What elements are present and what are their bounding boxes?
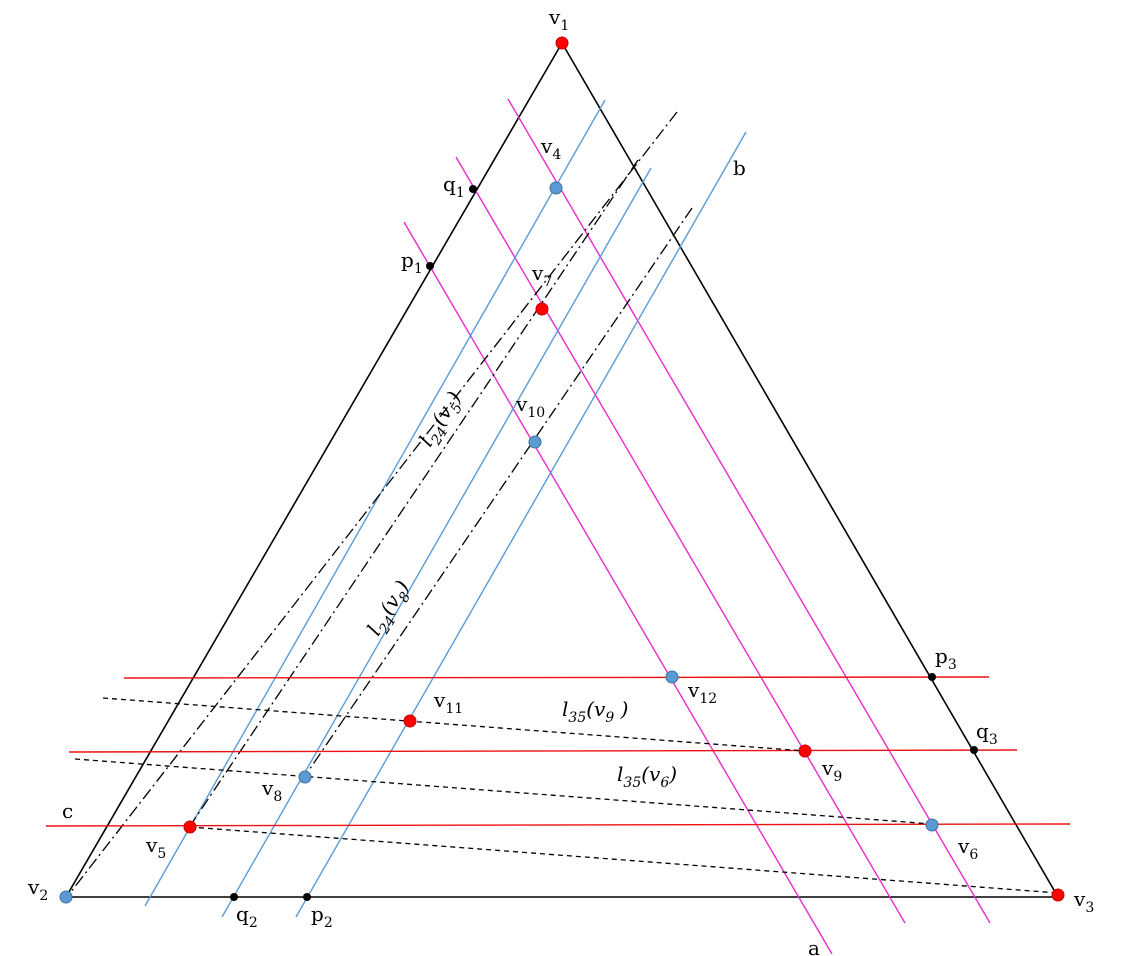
point-p2 [303,893,311,901]
pq-labels: q1 p1 q2 p2 p3 q3 [236,172,998,931]
label-l35-v6: l35(v6) [617,762,677,791]
label-v11: v11 [433,688,463,717]
label-v9: v9 [821,756,842,785]
label-l24-v8: l24(v8) [362,576,418,642]
blue-points [59,181,939,904]
dashed-line-l35v6 [74,758,933,825]
point-v10 [528,435,542,449]
point-p1 [426,262,434,270]
red-line-v12 [123,676,990,679]
label-p1: p1 [401,248,423,277]
black-points [230,185,978,901]
line-letters: a b c [62,156,820,956]
vertex-labels: v1 v2 v3 v4 v5 v6 v7 v8 v9 v10 v11 v12 [27,5,1094,916]
point-v11 [403,714,417,728]
red-lines [45,676,1071,827]
blue-line-1 [144,99,606,907]
edge-v1-v2 [65,42,563,898]
label-v1: v1 [548,5,569,34]
label-v4: v4 [540,134,561,163]
magenta-line-a [403,221,833,955]
point-v12 [665,670,679,684]
blue-line-b [295,131,747,918]
label-v7: v7 [531,261,552,290]
red-line-c [45,823,1071,827]
label-line-c: c [62,799,73,823]
edge-v1-v3 [561,42,1059,898]
dashed-line-l35v9 [102,697,806,752]
label-line-a: a [808,936,820,956]
point-v2 [59,890,73,904]
label-p2: p2 [311,902,333,931]
blue-lines [144,99,747,918]
point-v9 [798,744,812,758]
point-q2 [230,893,238,901]
dashed-lines [74,697,1059,894]
dashdot-lines [69,111,693,894]
point-v5 [183,820,197,834]
label-v3: v3 [1073,887,1094,916]
point-q1 [469,185,477,193]
magenta-line-top [507,98,991,924]
label-q3: q3 [976,719,998,748]
main-triangle [65,42,1059,898]
point-v6 [925,818,939,832]
label-v10: v10 [515,392,545,421]
label-line-b: b [733,156,746,180]
label-v12: v12 [687,678,717,707]
blue-line-2 [221,167,652,918]
dashed-line-v5-v3 [189,826,1059,894]
dashdot-line-2 [189,159,639,827]
point-v8 [298,770,312,784]
point-v4 [549,181,563,195]
label-q1: q1 [443,172,465,201]
point-p3 [928,673,936,681]
dashdot-line-3 [304,207,693,777]
red-points [183,36,1065,902]
label-v8: v8 [261,776,282,805]
dashdot-line-1 [69,111,678,894]
label-l35-v9: l35(v9 ) [562,697,628,726]
point-v3 [1051,888,1065,902]
magenta-lines [403,98,991,955]
red-line-v9 [68,749,1018,753]
line-formula-labels: l24(v5) l24(v8) l35(v9 ) l35(v6) [362,387,677,791]
point-v7 [535,302,549,316]
label-p3: p3 [935,644,957,673]
label-v2: v2 [27,875,48,904]
label-q2: q2 [236,902,258,931]
magenta-line-q1 [455,156,906,924]
point-v1 [555,36,569,50]
point-q3 [970,746,978,754]
label-v5: v5 [145,833,166,862]
label-v6: v6 [957,834,978,863]
